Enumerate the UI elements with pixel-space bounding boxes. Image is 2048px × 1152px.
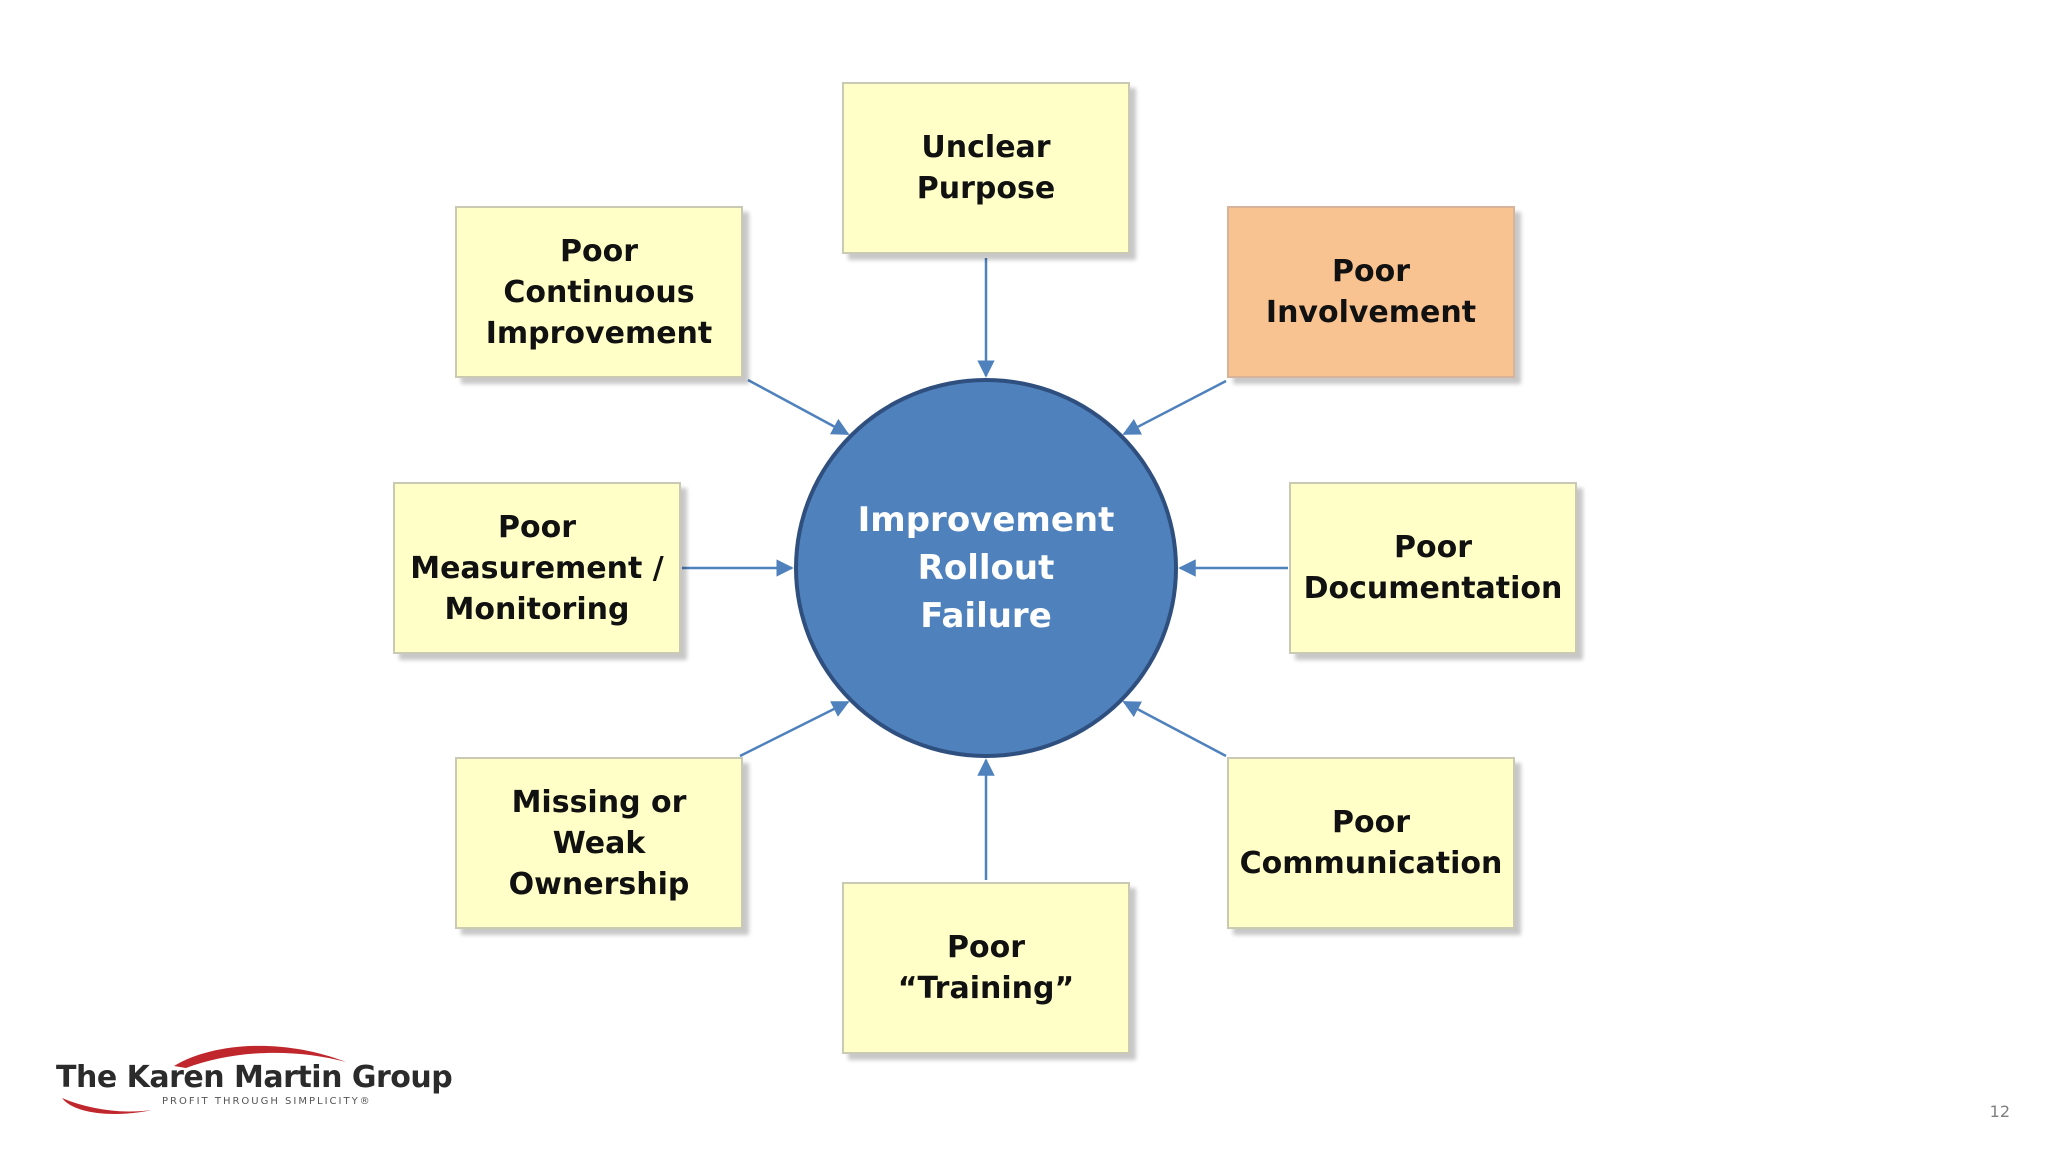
cause-box-poor-training: Poor “Training”: [842, 882, 1130, 1054]
arrow-top-right: [1122, 379, 1227, 436]
logo-tagline: PROFIT THROUGH SIMPLICITY®: [162, 1096, 372, 1107]
arrow-bottom-right: [1122, 700, 1227, 758]
cause-box-weak-ownership: Missing or Weak Ownership: [455, 757, 743, 929]
cause-box-poor-continuous-improvement: Poor Continuous Improvement: [455, 206, 743, 378]
logo-swoosh-icon: [62, 1045, 346, 1114]
arrow-bottom-left: [739, 700, 850, 758]
central-circle: Improvement Rollout Failure: [794, 378, 1178, 758]
company-logo: The Karen Martin Group PROFIT THROUGH SI…: [54, 1040, 453, 1120]
cause-box-poor-documentation: Poor Documentation: [1289, 482, 1577, 654]
logo-name: The Karen Martin Group: [56, 1060, 453, 1095]
cause-box-poor-communication: Poor Communication: [1227, 757, 1515, 929]
cause-box-unclear-purpose: Unclear Purpose: [842, 82, 1130, 254]
cause-box-poor-measurement: Poor Measurement / Monitoring: [393, 482, 681, 654]
page-number: 12: [1989, 1102, 2010, 1121]
arrow-top-left: [747, 378, 850, 436]
cause-box-poor-involvement: Poor Involvement: [1227, 206, 1515, 378]
